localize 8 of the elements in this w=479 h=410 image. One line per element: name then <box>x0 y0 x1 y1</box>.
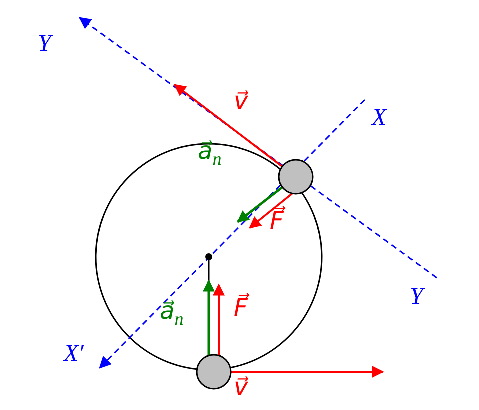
vector-label: a⃗$_{n}$ <box>160 300 184 328</box>
vector-label: a⃗$_{n}$ <box>198 140 222 168</box>
axis-label: Y <box>38 32 52 56</box>
axis-label: Y <box>410 285 424 309</box>
axis-label: X <box>372 106 387 130</box>
axis-label: X′ <box>64 342 84 366</box>
vector-label: v⃗ <box>234 376 248 400</box>
vector-label: v⃗ <box>234 90 248 114</box>
